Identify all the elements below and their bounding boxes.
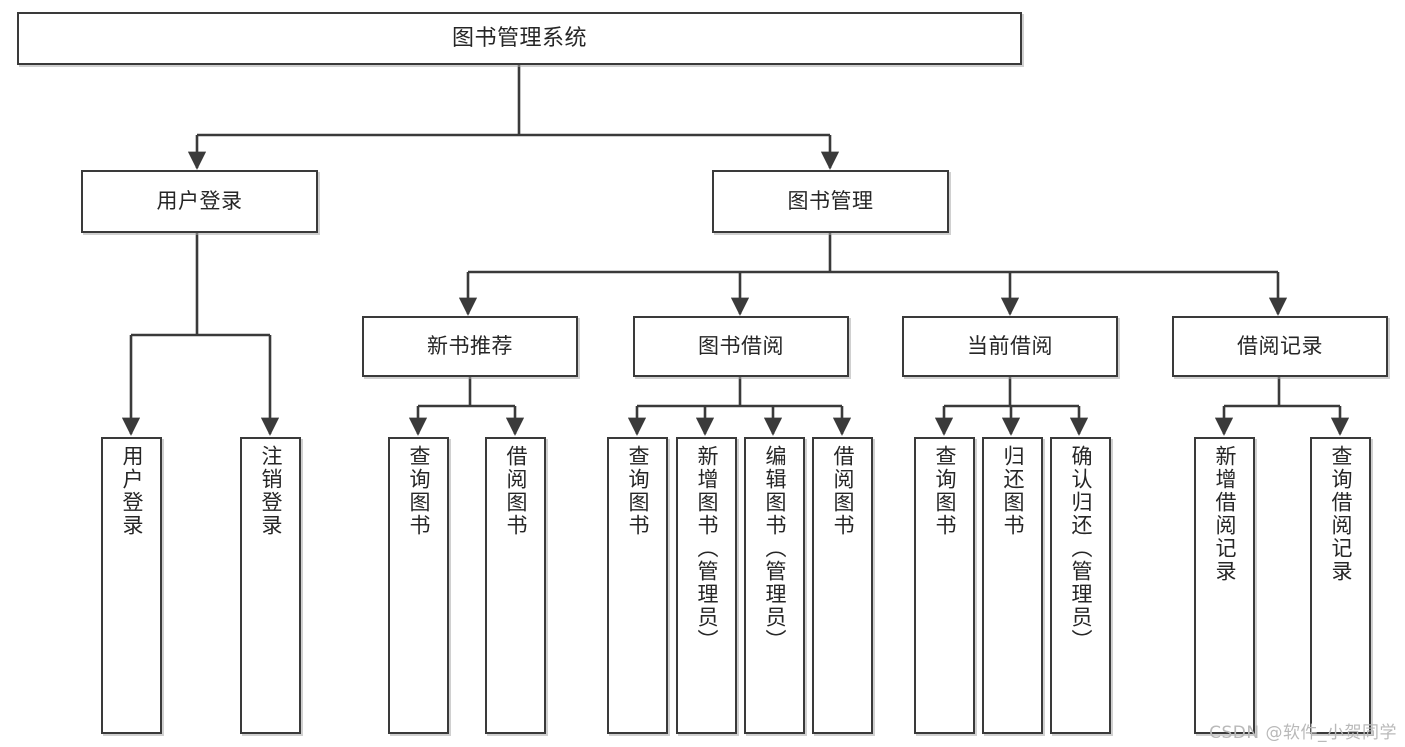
node-user-login[interactable]: 用户登录	[81, 170, 318, 233]
node-label: 图书管理	[787, 189, 874, 214]
leaf-logout-login[interactable]: 注销登录	[240, 437, 301, 734]
leaf-query-book-recommend[interactable]: 查询图书	[388, 437, 449, 734]
node-label: 新增图书（管理员）	[695, 445, 719, 652]
node-label: 用户登录	[156, 189, 243, 214]
node-label: 查询图书	[626, 445, 650, 537]
leaf-confirm-return-admin[interactable]: 确认归还（管理员）	[1050, 437, 1111, 734]
node-label: 图书管理系统	[451, 25, 587, 51]
node-new-book-recommend[interactable]: 新书推荐	[362, 316, 578, 377]
node-current-borrow[interactable]: 当前借阅	[902, 316, 1118, 377]
node-label: 注销登录	[259, 445, 283, 537]
leaf-add-book-admin[interactable]: 新增图书（管理员）	[676, 437, 737, 734]
csdn-watermark: CSDN @软件_小贺同学	[1209, 723, 1397, 743]
leaf-query-borrow-record[interactable]: 查询借阅记录	[1310, 437, 1371, 734]
node-label: 查询借阅记录	[1329, 445, 1353, 583]
node-label: 新书推荐	[427, 334, 513, 359]
node-label: 借阅图书	[831, 445, 855, 537]
leaf-query-book-current[interactable]: 查询图书	[914, 437, 975, 734]
leaf-edit-book-admin[interactable]: 编辑图书（管理员）	[744, 437, 805, 734]
node-label: 借阅记录	[1237, 334, 1323, 359]
node-book-borrow[interactable]: 图书借阅	[633, 316, 849, 377]
node-label: 查询图书	[407, 445, 431, 537]
node-label: 编辑图书（管理员）	[763, 445, 787, 652]
node-label: 确认归还（管理员）	[1069, 445, 1093, 652]
leaf-query-book-borrow[interactable]: 查询图书	[607, 437, 668, 734]
node-root-system[interactable]: 图书管理系统	[17, 12, 1022, 65]
node-borrow-record[interactable]: 借阅记录	[1172, 316, 1388, 377]
leaf-borrow-book-recommend[interactable]: 借阅图书	[485, 437, 546, 734]
leaf-user-login[interactable]: 用户登录	[101, 437, 162, 734]
node-label: 图书借阅	[698, 334, 784, 359]
leaf-return-book[interactable]: 归还图书	[982, 437, 1043, 734]
node-book-manage[interactable]: 图书管理	[712, 170, 949, 233]
node-label: 新增借阅记录	[1213, 445, 1237, 583]
node-label: 查询图书	[933, 445, 957, 537]
node-label: 当前借阅	[967, 334, 1053, 359]
leaf-borrow-book[interactable]: 借阅图书	[812, 437, 873, 734]
node-label: 用户登录	[120, 445, 144, 537]
node-label: 归还图书	[1001, 445, 1025, 537]
leaf-add-borrow-record[interactable]: 新增借阅记录	[1194, 437, 1255, 734]
node-label: 借阅图书	[504, 445, 528, 537]
